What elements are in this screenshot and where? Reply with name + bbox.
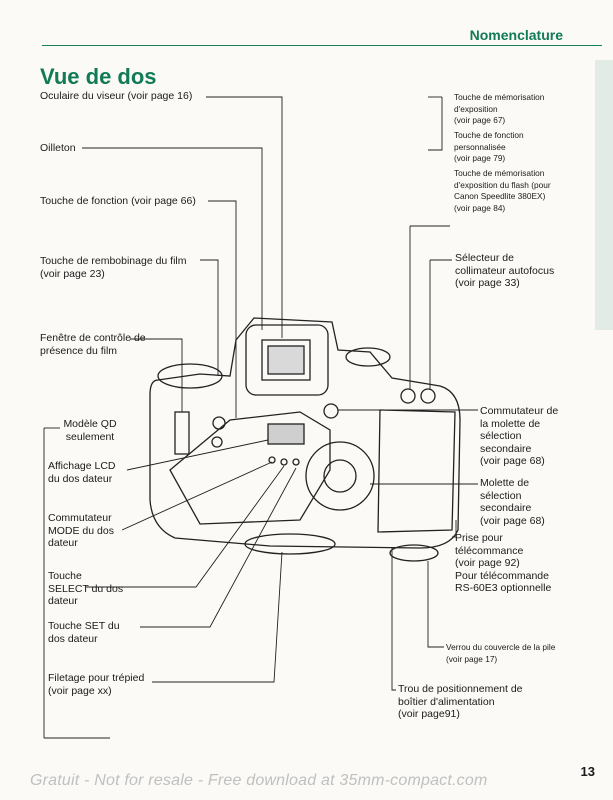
ae-lock-button [400,388,416,404]
film-window [174,411,190,455]
tripod-socket [244,533,336,555]
label-remote-terminal: Prise pour télécommance (voir page 92) P… [455,532,552,594]
label-viewfinder-eyepiece: Oculaire du viseur (voir page 16) [40,90,193,102]
label-date-back-lcd: Affichage LCD du dos dateur [48,460,116,485]
quick-dial-switch [323,403,339,419]
label-date-back-select: Touche SELECT du dos dateur [48,570,124,607]
label-fe-lock: Touche de mémorisation d'exposition du f… [454,168,551,213]
label-custom-function: Touche de fonction personnalisée (voir p… [454,130,524,163]
label-tripod-socket: Filetage pour trépied (voir page xx) [48,672,145,697]
label-eyecup: Oilleton [40,142,76,154]
label-af-point-selector: Sélecteur de collimateur autofocus (voir… [455,252,555,289]
label-power-grip-hole: Trou de positionnement de boîtier d'alim… [398,683,523,720]
page-title: Vue de dos [40,64,157,89]
label-film-window: Fenêtre de contrôle de présence du film [40,332,146,357]
lcd-display [267,423,305,445]
viewfinder-eyepiece [261,339,311,381]
main-dial [345,347,391,367]
label-rewind-button: Touche de rembobinage du film (voir page… [40,255,187,280]
section-heading: Nomenclature [469,27,563,43]
af-point-button [420,388,436,404]
label-function-button: Touche de fonction (voir page 66) [40,195,196,207]
label-quick-control-dial: Molette de sélection secondaire (voir pa… [480,477,545,527]
header-rule [42,45,602,46]
label-qd-model: Modèle QD seulement [63,418,117,443]
quick-control-dial [305,441,375,511]
footer-watermark: Gratuit - Not for resale - Free download… [30,772,488,789]
camera-body-outline [149,317,461,549]
label-date-back-mode: Commutateur MODE du dos dateur [48,512,114,549]
label-date-back-set: Touche SET du dos dateur [48,620,120,645]
label-quick-dial-switch: Commutateur de la molette de sélection s… [480,405,559,467]
side-strip-decoration [595,60,613,330]
page-number: 13 [580,764,595,779]
date-back-panel [169,411,331,525]
label-battery-cover-lock: Verrou du couvercle de la pile (voir pag… [446,642,556,664]
rewind-dial [157,363,223,389]
eyecup [245,324,329,396]
label-ae-lock: Touche de mémorisation d'exposition (voi… [454,92,545,125]
